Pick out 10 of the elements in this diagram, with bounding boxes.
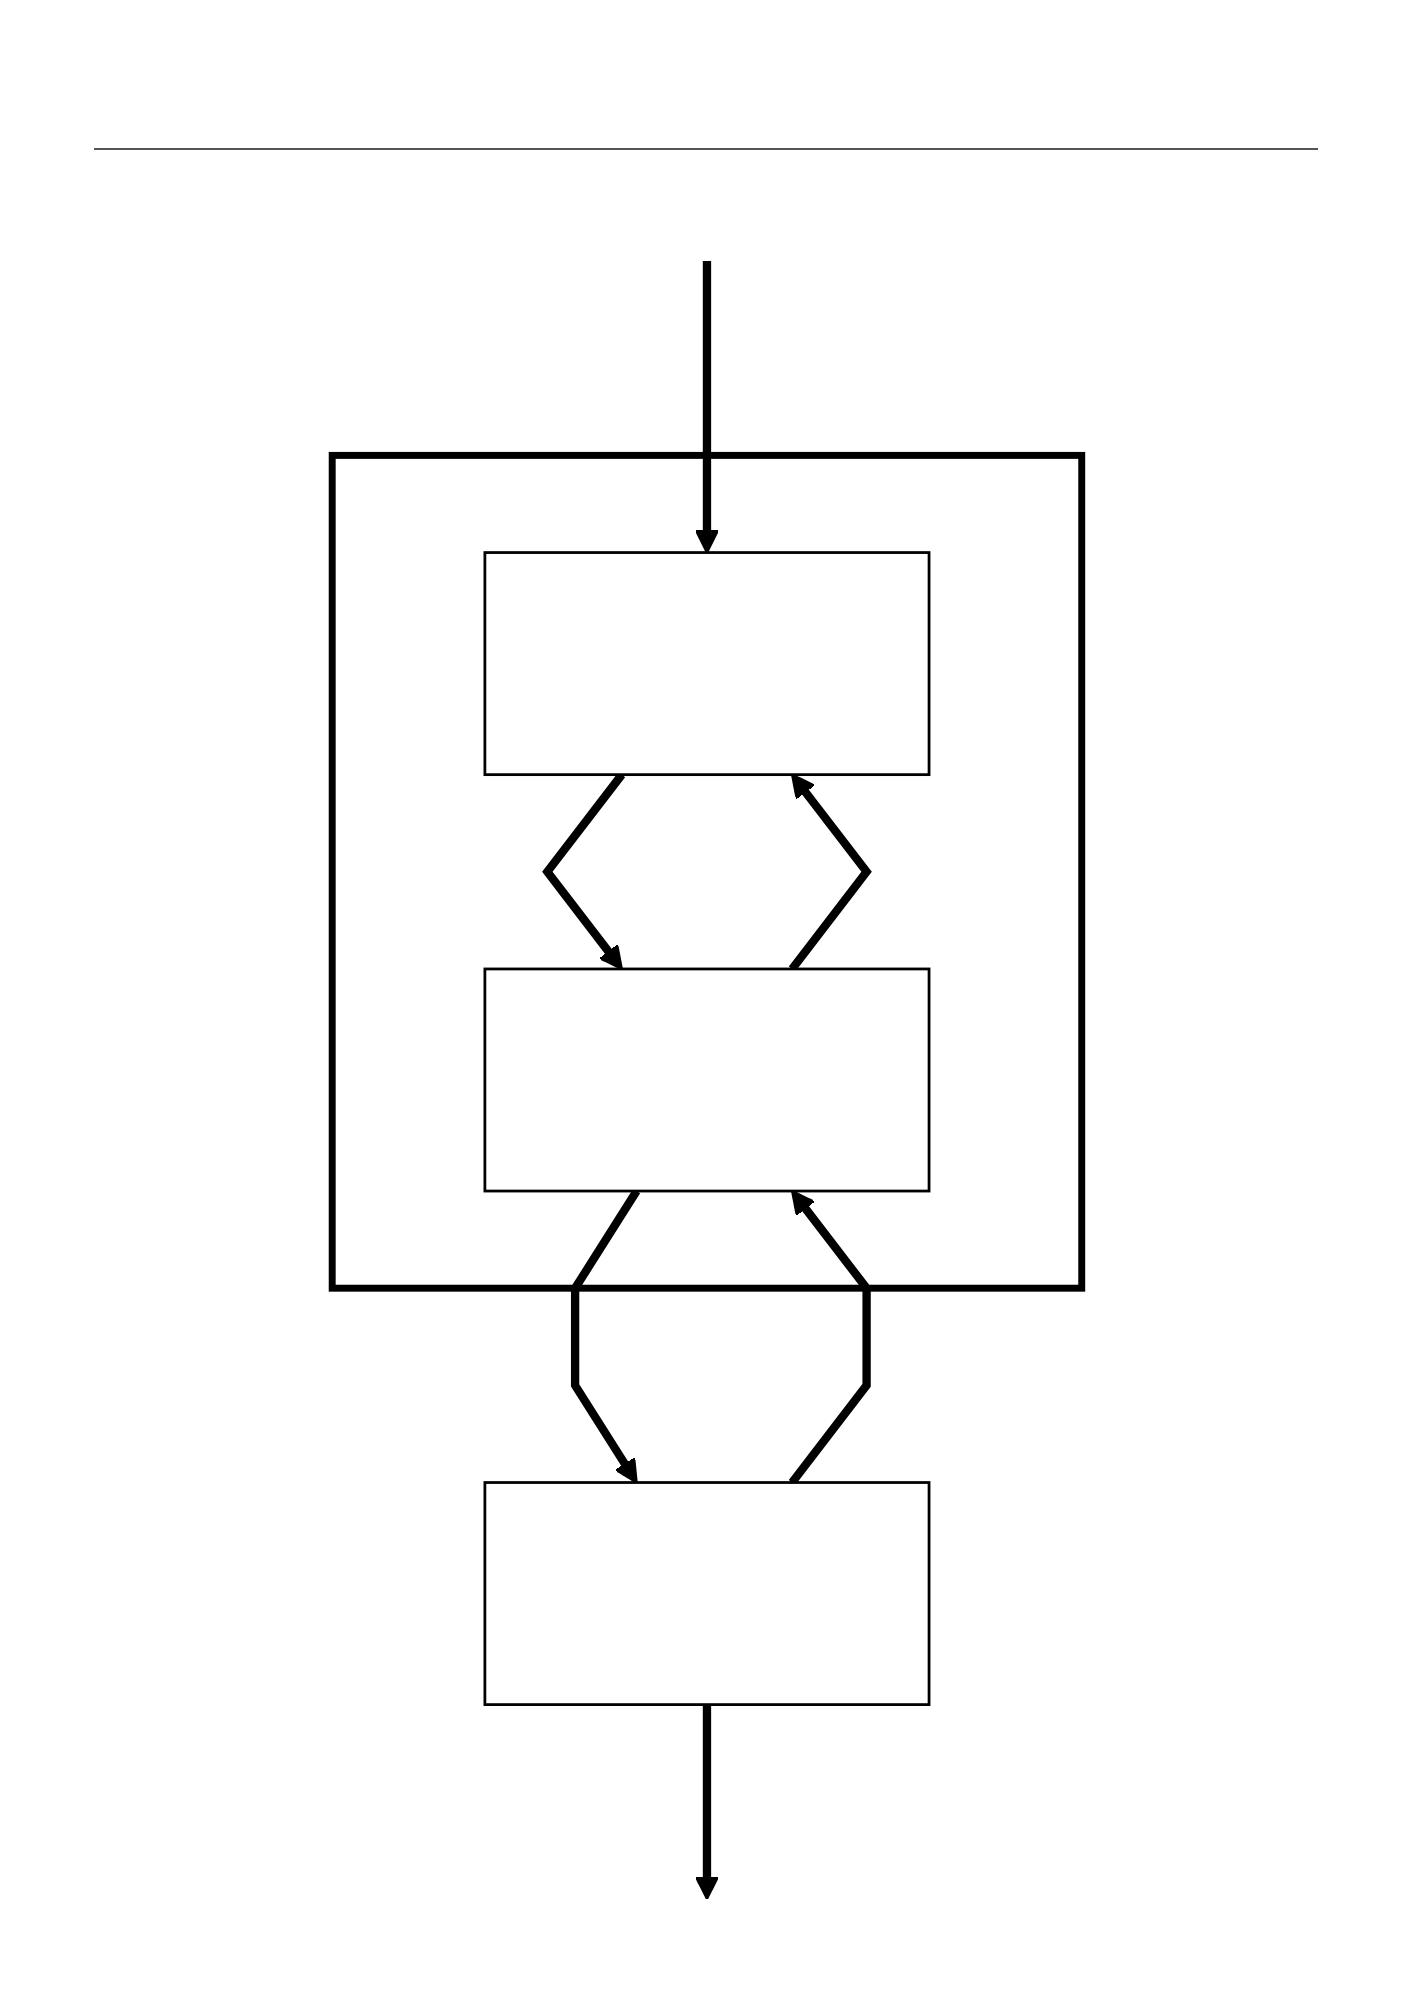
arrow (787, 1189, 870, 1486)
arrow (541, 772, 625, 971)
cluster (327, 451, 1085, 1292)
node-box (482, 1481, 930, 1706)
arrow (693, 261, 719, 554)
node-box (482, 967, 930, 1193)
arrow (693, 1704, 719, 1901)
arrow (569, 1188, 640, 1484)
node-box (482, 551, 930, 777)
arrow (787, 773, 871, 972)
